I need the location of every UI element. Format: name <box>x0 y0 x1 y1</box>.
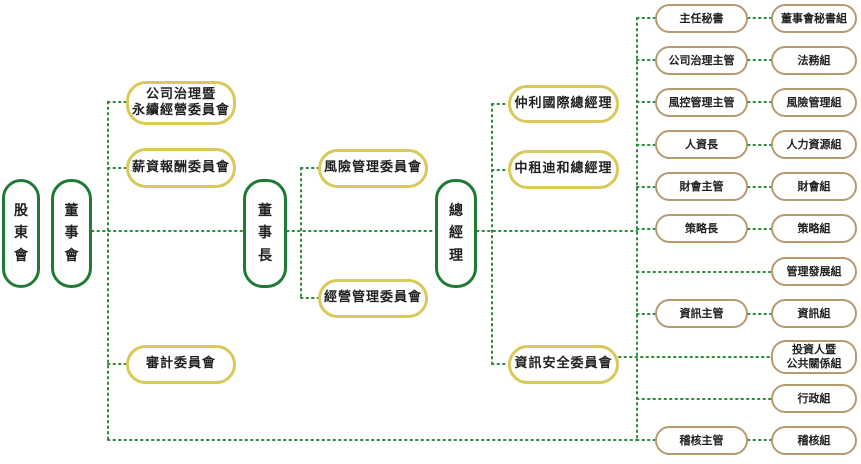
it-officer-label: 資訊主管 <box>679 306 724 320</box>
finance-officer-label: 財會主管 <box>679 179 724 193</box>
gm-zhongli-label: 仲利國際總經理 <box>514 95 613 111</box>
gov-committee-label: 公司治理暨 永續經營委員會 <box>131 86 230 118</box>
strategy-group-node: 策略組 <box>771 214 857 243</box>
hr-chief-node: 人資長 <box>655 130 748 159</box>
gm-zhongli-node: 仲利國際總經理 <box>508 85 619 123</box>
gov-officer-label: 公司治理主管 <box>668 53 735 67</box>
audit-officer-label: 稽核主管 <box>679 433 724 447</box>
ir-pr-group-label: 投資人暨 公共關係組 <box>786 343 842 370</box>
risk-officer-node: 風控管理主管 <box>655 88 748 117</box>
chief-secretary-label: 主任秘書 <box>679 11 724 25</box>
finance-group-node: 財會組 <box>771 172 857 201</box>
risk-committee-label: 風險管理委員會 <box>323 160 422 176</box>
mgmt-dev-group-node: 管理發展組 <box>771 257 857 286</box>
it-officer-node: 資訊主管 <box>655 299 748 328</box>
it-group-node: 資訊組 <box>771 299 857 328</box>
risk-group-label: 風險管理組 <box>786 95 842 109</box>
chairman-node: 董事長 <box>243 179 287 288</box>
finance-officer-node: 財會主管 <box>655 172 748 201</box>
gm-zhongzu-label: 中租迪和總經理 <box>514 161 613 177</box>
board-secretariat-label: 董事會秘書組 <box>781 11 847 25</box>
finance-group-label: 財會組 <box>797 179 831 193</box>
hr-group-label: 人力資源組 <box>786 137 842 151</box>
it-group-label: 資訊組 <box>797 306 831 320</box>
president-label: 總經理 <box>449 202 463 264</box>
mgmt-dev-group-label: 管理發展組 <box>786 264 842 278</box>
legal-group-label: 法務組 <box>797 53 831 67</box>
strategy-group-label: 策略組 <box>797 221 831 235</box>
comp-committee-node: 薪資報酬委員會 <box>126 148 236 188</box>
strategy-chief-node: 策略長 <box>655 214 748 243</box>
op-committee-label: 經營管理委員會 <box>323 290 422 306</box>
audit-officer-node: 稽核主管 <box>655 426 748 455</box>
chief-secretary-node: 主任秘書 <box>655 4 748 33</box>
audit-committee-node: 審計委員會 <box>126 345 236 384</box>
legal-group-node: 法務組 <box>771 46 857 75</box>
board-label: 董事會 <box>64 202 79 264</box>
board-secretariat-node: 董事會秘書組 <box>771 4 857 33</box>
risk-group-node: 風險管理組 <box>771 88 857 117</box>
audit-group-label: 稽核組 <box>797 433 831 447</box>
admin-group-label: 行政組 <box>797 391 831 405</box>
chairman-label: 董事長 <box>258 202 272 264</box>
op-committee-node: 經營管理委員會 <box>318 279 428 318</box>
hr-chief-label: 人資長 <box>685 137 718 151</box>
audit-committee-label: 審計委員會 <box>145 356 216 372</box>
strategy-chief-label: 策略長 <box>685 221 718 235</box>
gov-officer-node: 公司治理主管 <box>655 46 748 75</box>
infosec-committee-node: 資訊安全委員會 <box>508 345 619 384</box>
board-node: 董事會 <box>51 179 92 288</box>
gov-committee-node: 公司治理暨 永續經營委員會 <box>126 81 236 125</box>
president-node: 總經理 <box>435 179 477 288</box>
comp-committee-label: 薪資報酬委員會 <box>131 159 230 175</box>
shareholders-node: 股東會 <box>2 179 40 288</box>
ir-pr-group-node: 投資人暨 公共關係組 <box>771 340 857 374</box>
hr-group-node: 人力資源組 <box>771 130 857 159</box>
risk-officer-label: 風控管理主管 <box>668 95 735 109</box>
admin-group-node: 行政組 <box>771 384 857 413</box>
gm-zhongzu-node: 中租迪和總經理 <box>508 150 619 189</box>
audit-group-node: 稽核組 <box>771 426 857 455</box>
shareholders-label: 股東會 <box>14 202 28 264</box>
risk-committee-node: 風險管理委員會 <box>318 149 428 188</box>
infosec-committee-label: 資訊安全委員會 <box>514 356 613 372</box>
